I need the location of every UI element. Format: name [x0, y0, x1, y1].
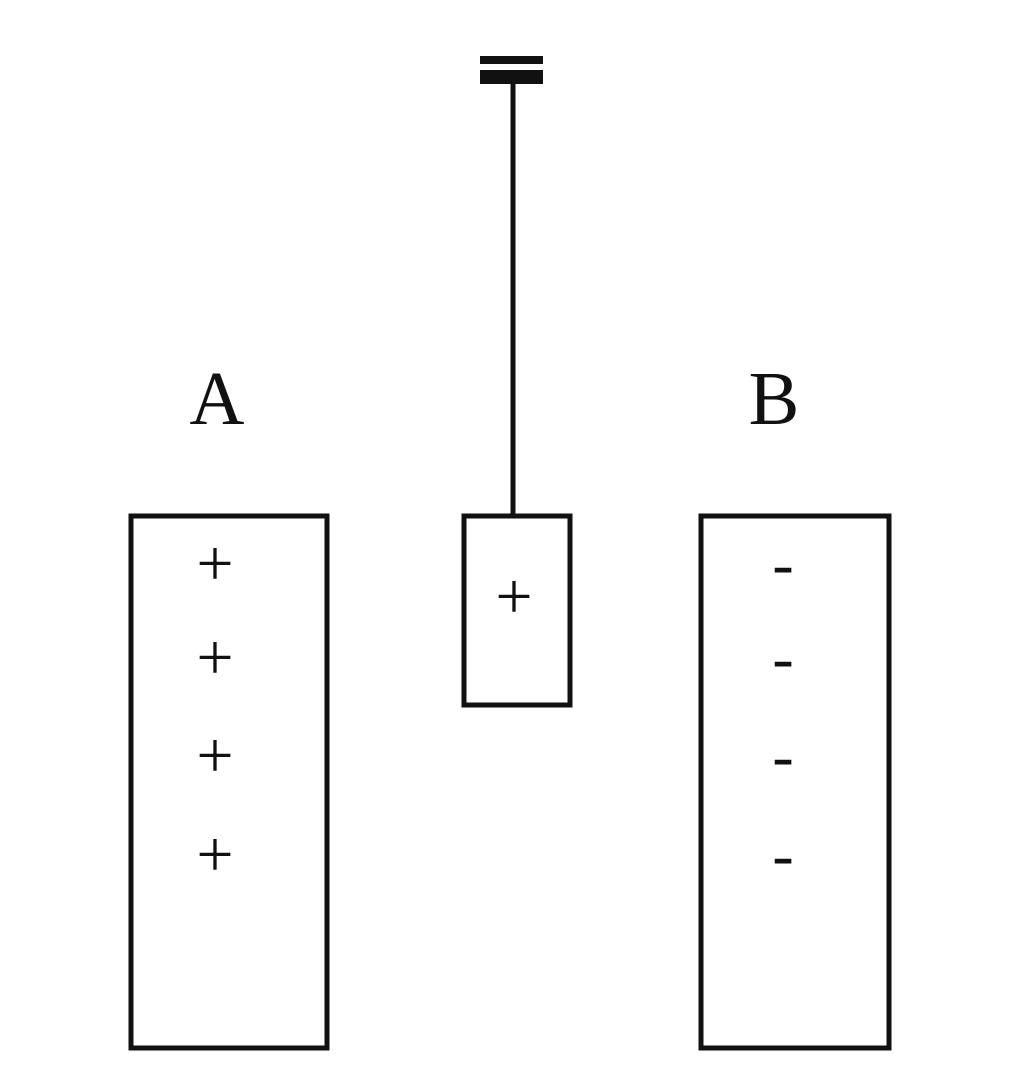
support-bar-bottom	[480, 70, 543, 84]
plate-b-charge: -	[772, 720, 793, 791]
plate-b	[698, 513, 892, 1051]
plate-a-charge: +	[196, 818, 233, 891]
plate-b-charges: - - - -	[772, 528, 793, 890]
plate-a-charge: +	[196, 621, 233, 694]
plate-a	[128, 513, 330, 1051]
ceiling-support	[480, 56, 543, 84]
plate-a-label: A	[190, 357, 245, 441]
support-bar-top	[480, 56, 543, 64]
plate-b-label: B	[749, 357, 800, 441]
plate-a-charge: +	[196, 719, 233, 792]
plate-b-charge: -	[772, 819, 793, 890]
plate-a-charges: + + + +	[196, 527, 233, 891]
plate-a-charge: +	[196, 527, 233, 600]
hanging-object	[461, 513, 573, 708]
hanging-object-charge: +	[495, 560, 532, 633]
plate-b-charge: -	[772, 622, 793, 693]
plate-b-charge: -	[772, 528, 793, 599]
